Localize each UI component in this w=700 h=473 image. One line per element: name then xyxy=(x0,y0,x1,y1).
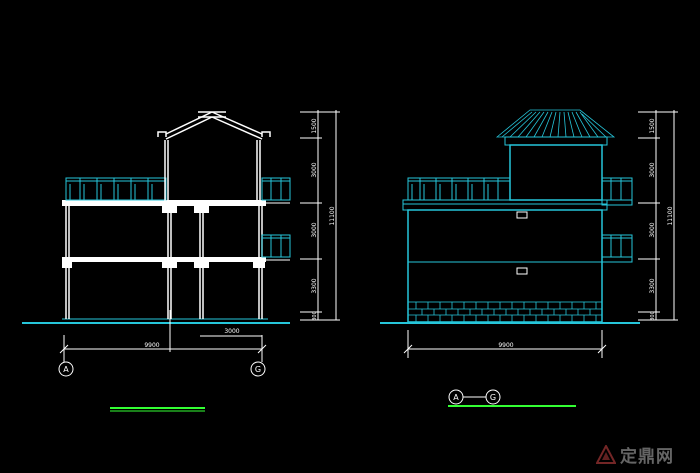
elevation-main-wall xyxy=(407,209,603,323)
elevation-vent-lower xyxy=(516,267,528,275)
elevation-view: 9900 A G 1500 3000 3000 3300 300 11100 xyxy=(380,109,678,407)
section-axis-bubble-left: A xyxy=(58,361,74,377)
svg-text:G: G xyxy=(255,365,261,374)
svg-text:A: A xyxy=(63,365,69,374)
section-height-5: 300 xyxy=(312,311,318,321)
elevation-axis-right: G xyxy=(490,393,496,402)
elevation-tower xyxy=(509,144,603,201)
section-height-1: 1500 xyxy=(311,118,318,133)
elevation-overall-width-label: 9900 xyxy=(498,342,513,349)
elevation-axis-title: A G xyxy=(448,389,501,405)
section-overall-width-label: 9900 xyxy=(144,342,159,349)
elevation-height-dimensions xyxy=(638,110,678,321)
watermark-logo-icon xyxy=(596,444,616,464)
elevation-roof-railing xyxy=(407,177,511,201)
elevation-bottom-dimension xyxy=(403,330,607,358)
section-roof-railing xyxy=(65,177,167,201)
elevation-height-3: 3000 xyxy=(649,222,656,237)
elevation-axis-left: A xyxy=(453,393,459,402)
section-height-4: 3300 xyxy=(311,278,318,293)
section-tower-roof xyxy=(157,111,271,140)
section-height-2: 3000 xyxy=(311,162,318,177)
section-total-height: 11100 xyxy=(329,206,336,225)
elevation-height-1: 1500 xyxy=(649,118,656,133)
section-stair-tower xyxy=(164,140,261,202)
elevation-vent-upper xyxy=(516,211,528,219)
elevation-balconies xyxy=(601,177,633,263)
elevation-total-height: 11100 xyxy=(667,206,674,225)
section-height-3: 3000 xyxy=(311,222,318,237)
section-height-dimensions xyxy=(300,110,340,321)
elevation-height-4: 3300 xyxy=(649,278,656,293)
section-floor-slabs xyxy=(62,200,266,268)
section-bay-width-label: 3000 xyxy=(224,328,239,335)
section-view: 9900 3000 A G 1500 3000 3000 3300 30 xyxy=(22,110,340,412)
section-axis-bubble-right: G xyxy=(250,361,266,377)
section-balconies xyxy=(261,177,291,261)
elevation-height-5: 300 xyxy=(650,311,656,321)
section-bottom-dimension xyxy=(59,310,267,362)
elevation-brick-plinth xyxy=(407,301,603,323)
watermark: 定鼎网 xyxy=(596,442,674,467)
elevation-tower-roof xyxy=(495,109,616,138)
watermark-text: 定鼎网 xyxy=(620,447,674,467)
elevation-height-2: 3000 xyxy=(649,162,656,177)
